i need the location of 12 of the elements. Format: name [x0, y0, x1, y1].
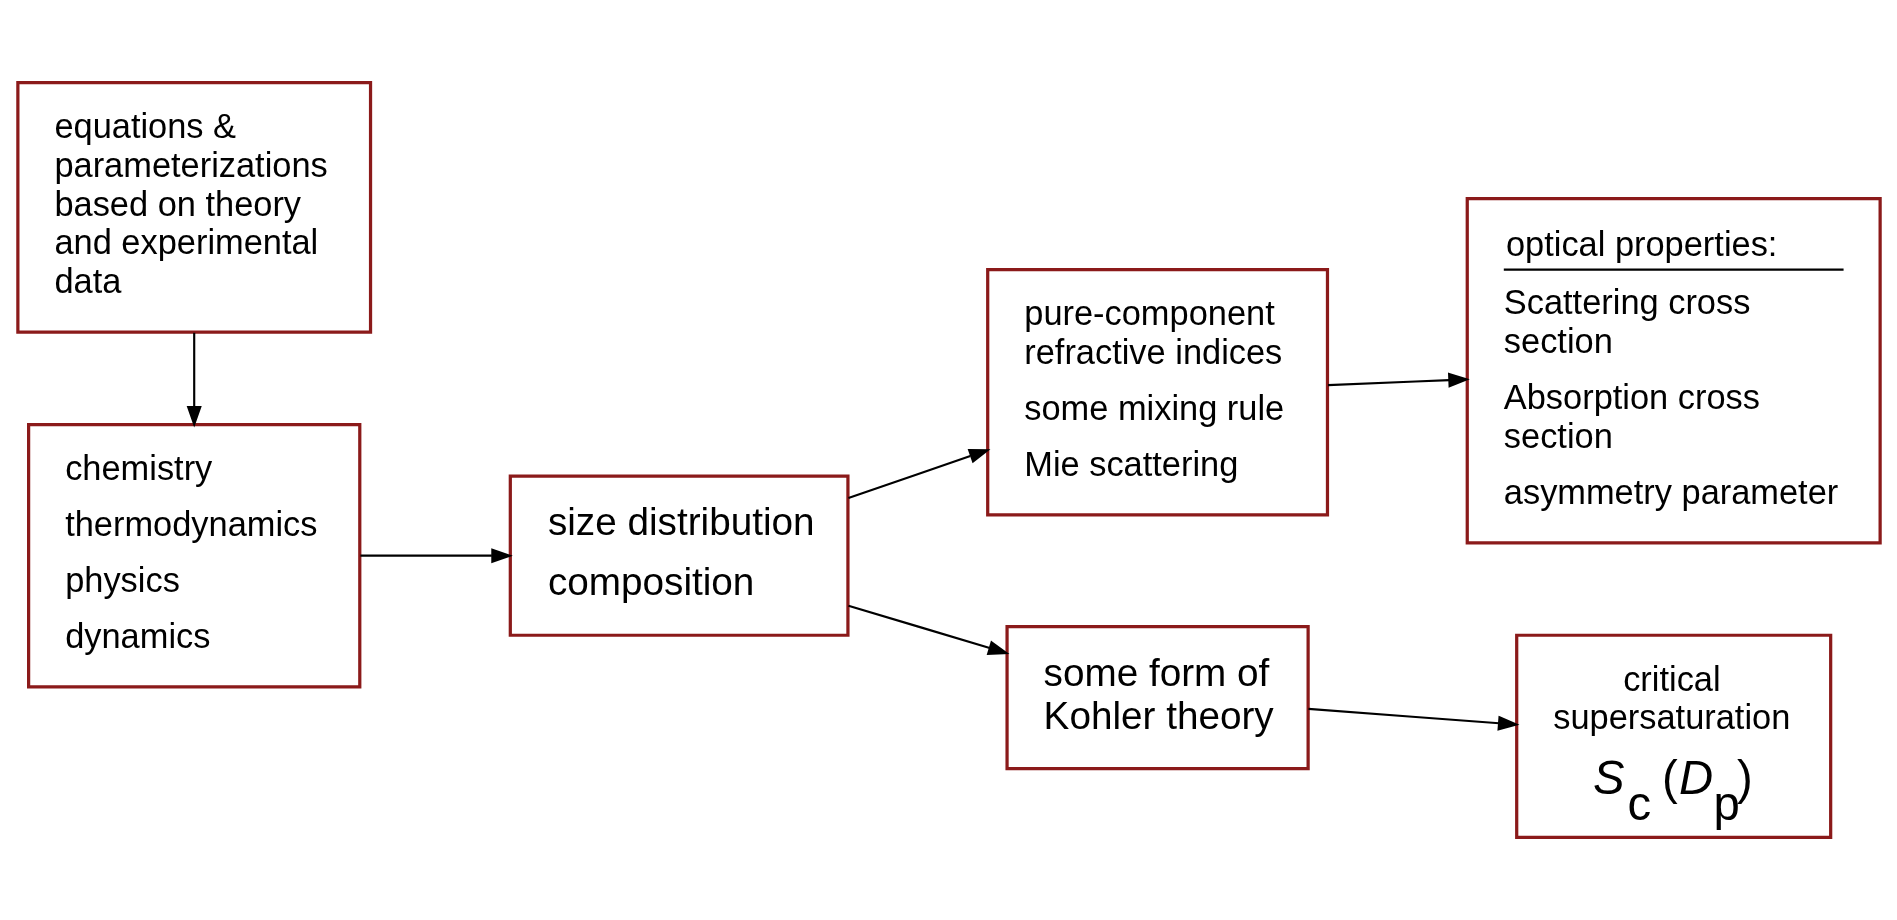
arrow [186, 332, 202, 428]
arrow [359, 548, 513, 564]
node-box: optical properties: Scattering cross section Absorption cross section asymmetry parameter [1465, 197, 1882, 545]
node-box: some form of Kohler theory [1004, 625, 1310, 771]
arrow [1327, 372, 1470, 388]
node-box: chemistry thermodynamics physics dynamics [26, 422, 361, 689]
arrow [847, 604, 1009, 655]
arrow [847, 449, 990, 500]
node-box: pure-component refractive indices some mixing rule Mie scattering [985, 268, 1329, 517]
arrow [1307, 707, 1519, 731]
node-box: equations & parameterizations based on theory and experimental data [15, 81, 372, 334]
node-box: size distribution composition [508, 474, 850, 637]
